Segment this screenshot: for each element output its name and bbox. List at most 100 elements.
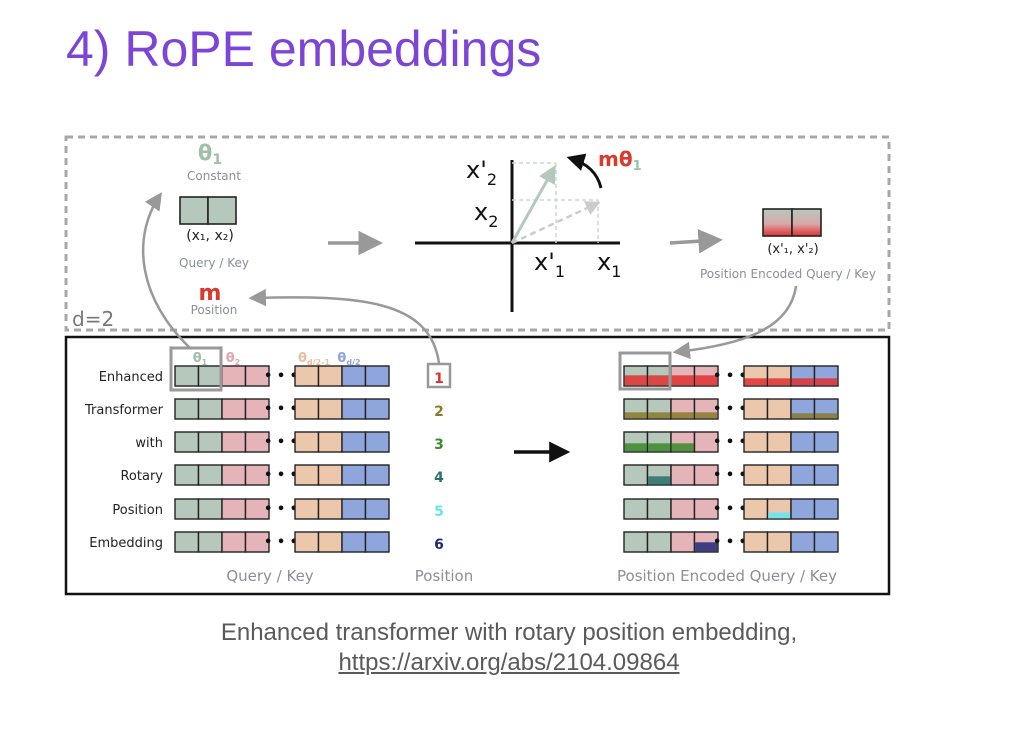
axis-x-label: x1 (597, 248, 621, 281)
rotation-band (624, 443, 647, 452)
arrow-encoded-to-grid (672, 285, 798, 360)
position-number: 3 (434, 437, 444, 453)
theta-1-label: θ1 (198, 141, 222, 168)
rotation-band (624, 375, 647, 386)
rotation-band (815, 413, 838, 419)
vector-cell (790, 498, 816, 520)
vector-cell (341, 365, 367, 387)
vector-cell (766, 531, 792, 553)
vector-cell (790, 531, 816, 553)
vector-cell (623, 498, 649, 520)
vector-cell (743, 431, 769, 453)
vector-cell (294, 365, 320, 387)
vector-cell (221, 398, 247, 420)
rotation-band (648, 412, 671, 419)
axis-y-rot-label: x'2 (466, 156, 497, 189)
vector-cell (813, 498, 839, 520)
vector-cell (197, 531, 223, 553)
dimension-label: d=2 (72, 307, 114, 331)
vector-cell (317, 365, 343, 387)
vector-cell (317, 531, 343, 553)
row-label: Rotary (120, 469, 163, 484)
theta-header: θd/2 (337, 351, 360, 367)
vector-cell (341, 431, 367, 453)
vector-cell (670, 464, 696, 486)
vector-cell (244, 365, 270, 387)
vector-cell (766, 398, 792, 420)
vector-cell (221, 464, 247, 486)
rotation-band (624, 412, 647, 419)
rotation-band (648, 476, 671, 485)
vector-cell (623, 464, 649, 486)
query-key-label-top: Query / Key (179, 256, 249, 270)
vector-cell (197, 398, 223, 420)
vector-cell (766, 464, 792, 486)
vector-cell (341, 531, 367, 553)
vector-cell (364, 498, 390, 520)
rotation-band (744, 378, 767, 386)
rotation-band (648, 443, 671, 452)
rotation-band (695, 375, 718, 386)
vector-cell (197, 498, 223, 520)
vector-cell (174, 498, 200, 520)
vector-cell (244, 431, 270, 453)
vector-cell (646, 531, 672, 553)
vector-cell (813, 531, 839, 553)
rotation-band (791, 378, 814, 386)
vector-cell (317, 464, 343, 486)
bottom-panel-frame (64, 335, 891, 596)
vector-cell (244, 398, 270, 420)
vector-cell (294, 531, 320, 553)
vector-cell (813, 431, 839, 453)
paper-link[interactable]: https://arxiv.org/abs/2104.09864 (338, 649, 680, 676)
theta-header: θd/2-1 (298, 351, 330, 367)
vector-cell (364, 431, 390, 453)
vector-cell (174, 365, 200, 387)
vector-cell (174, 398, 200, 420)
vector-cell (646, 498, 672, 520)
row-label: Transformer (84, 403, 164, 418)
rotation-band (671, 375, 694, 386)
vector-cell (790, 464, 816, 486)
position-label-top: Position (191, 303, 238, 317)
vector-cell (364, 365, 390, 387)
vector-cell (221, 531, 247, 553)
slide-title: 4) RoPE embeddings (66, 21, 542, 77)
rotation-band (791, 413, 814, 419)
vector-cell (197, 464, 223, 486)
vector-cell (317, 431, 343, 453)
rotation-band (815, 378, 838, 386)
vector-cell (693, 464, 719, 486)
encoded-highlight-box (618, 351, 672, 391)
position-label-bottom: Position (415, 567, 473, 585)
vector-cell (670, 498, 696, 520)
vector-cell (364, 531, 390, 553)
ellipsis: • • • (264, 535, 298, 550)
vector-cell (317, 498, 343, 520)
row-label: Position (112, 503, 163, 518)
arrow-to-encoded (669, 228, 723, 254)
ellipsis: • • • (264, 468, 298, 483)
original-vector-arrow (511, 201, 601, 245)
query-key-vector (179, 196, 237, 225)
rotation-band (671, 412, 694, 419)
arrow-theta-to-constant (141, 192, 191, 349)
vector-cell (294, 498, 320, 520)
vector-cell (743, 398, 769, 420)
constant-label: Constant (187, 169, 241, 183)
caption: Enhanced transformer with rotary positio… (0, 618, 1018, 678)
position-number: 1 (434, 371, 444, 387)
query-key-label-bottom: Query / Key (226, 567, 313, 585)
row-label: Embedding (89, 536, 163, 551)
vector-cell (813, 464, 839, 486)
position-number: 2 (434, 404, 444, 420)
rotation-curve-arrow (566, 153, 603, 189)
vector-cell (174, 431, 200, 453)
encoded-vector (762, 208, 822, 237)
vector-cell (244, 531, 270, 553)
caption-text: Enhanced transformer with rotary positio… (220, 619, 798, 646)
vector-label: (x₁, x₂) (186, 228, 234, 244)
